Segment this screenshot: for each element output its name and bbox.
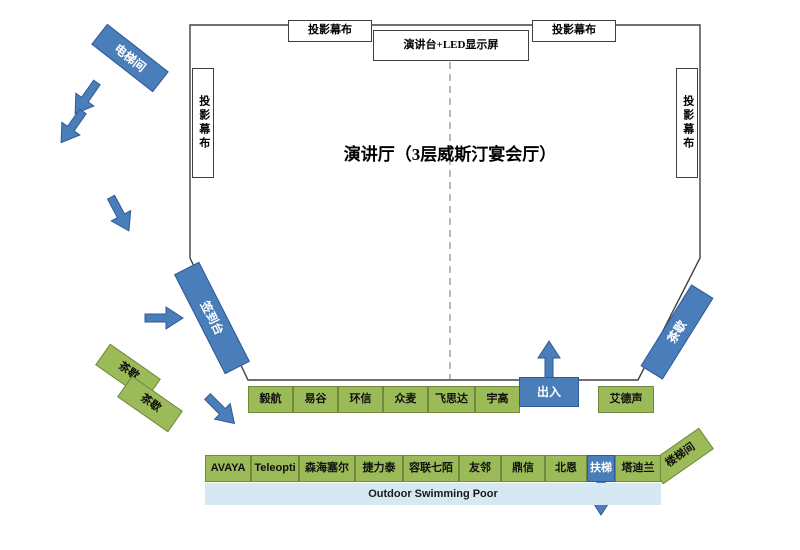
booth-box: 鼎信 [501,455,545,482]
booth-box: 北恩 [545,455,587,482]
booth-box: 宇高 [475,386,520,413]
booth-box: 艾德声 [598,386,654,413]
booth-box: 容联七陌 [403,455,459,482]
booth-box: AVAYA [205,455,251,482]
booth-box: 友邻 [459,455,501,482]
booth-box: 捷力泰 [355,455,403,482]
booth-box: 毅航 [248,386,293,413]
booth-box: 塔迪兰 [615,455,661,482]
escalator-box: 扶梯 [587,455,615,482]
flow-arrow [144,306,184,330]
hall-title: 演讲厅（3层威斯汀宴会厅） [343,145,557,164]
entrance-box: 出入 [519,377,579,407]
flow-arrow [51,104,93,150]
podium-led-display: 演讲台+LED显示屏 [373,30,529,61]
booth-box: 飞思达 [428,386,475,413]
flow-arrow [199,388,243,432]
projection-screen-top-right: 投影幕布 [532,20,616,42]
hall-wall-outline [189,24,701,381]
booth-box: 众麦 [383,386,428,413]
projection-screen-top-left: 投影幕布 [288,20,372,42]
projection-screen-left: 投影幕布 [192,68,214,178]
entrance-up-arrow [537,340,561,380]
booth-box: Teleopti [251,455,299,482]
pool-band: Outdoor Swimming Poor [205,483,661,505]
projection-screen-right: 投影幕布 [676,68,698,178]
booth-box: 森海塞尔 [299,455,355,482]
booth-box: 易谷 [293,386,338,413]
flow-arrow [100,191,140,237]
booth-box: 环信 [338,386,383,413]
